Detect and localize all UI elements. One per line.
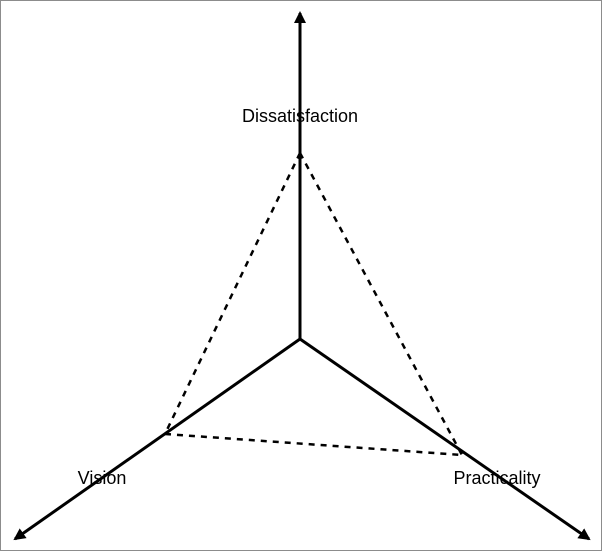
axis-vision-line — [13, 337, 301, 541]
dashed-edge-vision-practicality — [164, 432, 463, 457]
dashed-edge-dissatisfaction-vision — [163, 152, 302, 435]
dashed-edge-dissatisfaction-practicality — [298, 152, 464, 456]
axis-practicality-line — [299, 337, 591, 541]
label-dissatisfaction: Dissatisfaction — [242, 106, 358, 126]
label-practicality: Practicality — [453, 468, 540, 488]
label-vision: Vision — [78, 468, 127, 488]
